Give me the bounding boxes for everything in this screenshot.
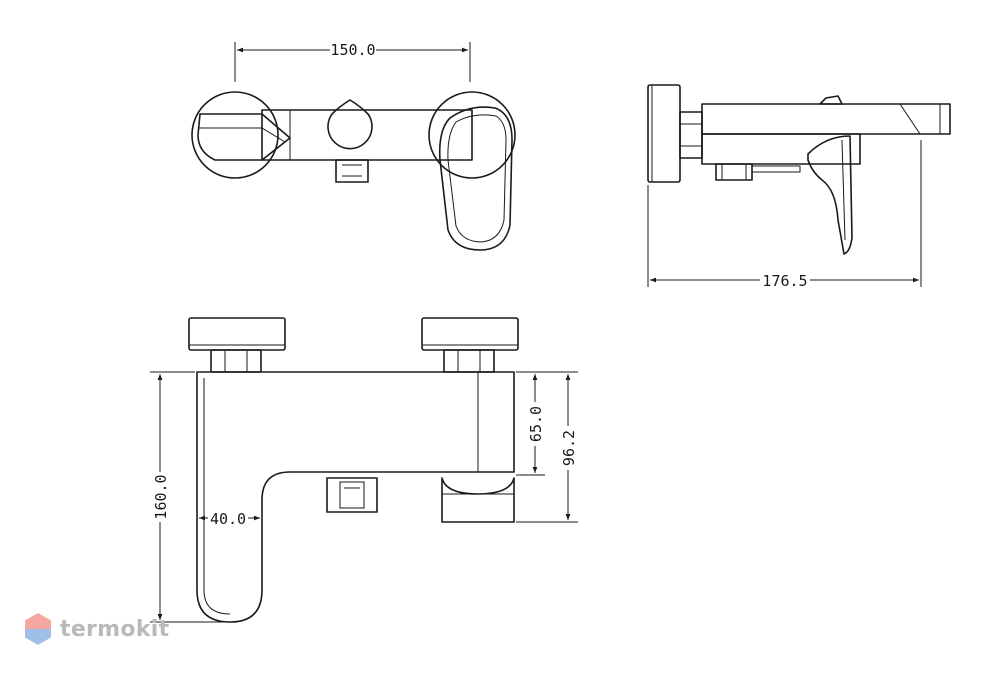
dim-top-width: 150.0 <box>330 41 375 59</box>
top-view: 150.0 <box>191 40 516 251</box>
front-view: 160.0 40.0 65.0 96.2 <box>150 317 578 623</box>
side-view: 176.5 <box>647 84 951 290</box>
dim-front-offset: 40.0 <box>210 510 246 528</box>
hexagon-logo-icon <box>25 613 51 645</box>
watermark-text: termokit <box>60 616 170 642</box>
dim-side-depth: 176.5 <box>762 272 807 290</box>
dim-outlet-height: 96.2 <box>560 430 578 466</box>
dim-front-height: 160.0 <box>152 474 170 519</box>
watermark: termokit <box>24 612 169 646</box>
dim-body-height: 65.0 <box>527 406 545 442</box>
